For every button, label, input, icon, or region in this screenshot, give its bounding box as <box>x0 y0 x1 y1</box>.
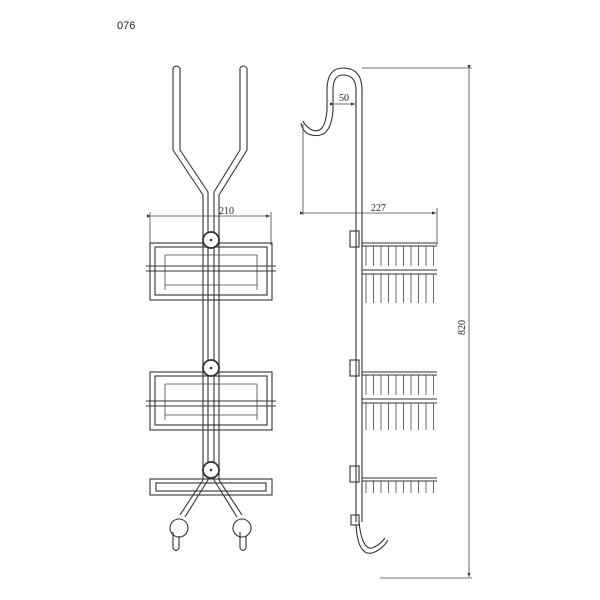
dimension-width: 210 <box>219 206 234 217</box>
front-basket-middle <box>146 371 276 431</box>
front-hubs <box>202 231 220 479</box>
side-dimension-227: 227 <box>300 203 438 245</box>
side-bracket <box>349 465 360 483</box>
side-baskets <box>349 230 437 493</box>
front-basket-top <box>146 242 276 301</box>
side-bracket <box>349 359 360 377</box>
side-bracket <box>349 230 360 248</box>
dimension-hook-gap: 50 <box>339 93 349 104</box>
side-dimension-820: 820 <box>362 65 472 579</box>
drawing-code: 076 <box>117 20 136 32</box>
front-basket-bottom <box>149 478 273 496</box>
side-top-hook <box>300 67 363 240</box>
dimension-height: 820 <box>457 320 468 335</box>
dimension-depth: 227 <box>371 203 386 214</box>
front-view: 210 <box>146 65 276 552</box>
front-arms <box>172 65 248 480</box>
side-bottom-hook <box>350 514 389 554</box>
side-dimension-50: 50 <box>330 93 355 106</box>
side-view: 50 227 820 <box>300 65 472 579</box>
side-rod <box>355 240 363 522</box>
front-bottom-hooks <box>169 479 252 552</box>
front-dimension-210: 210 <box>147 206 272 245</box>
